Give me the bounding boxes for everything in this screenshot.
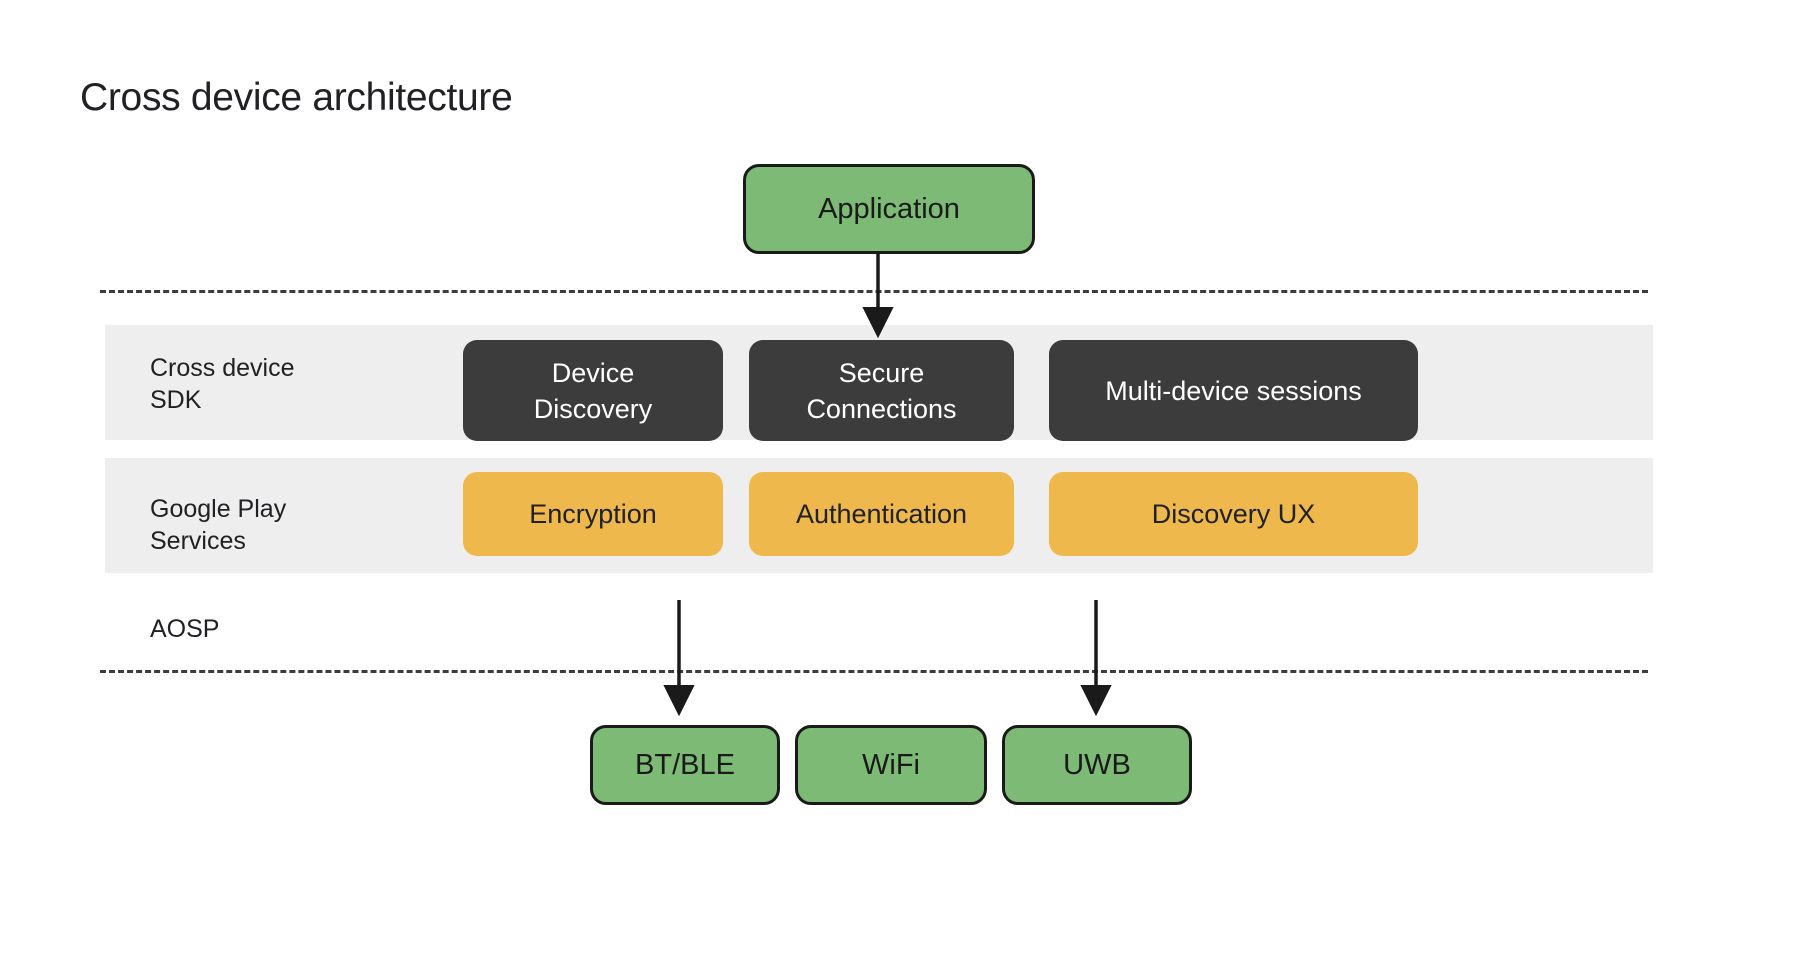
node-uwb[interactable]: UWB: [1002, 725, 1192, 805]
node-bt-ble[interactable]: BT/BLE: [590, 725, 780, 805]
upper-dashed-separator: [100, 290, 1648, 293]
node-secure-connections[interactable]: Secure Connections: [749, 340, 1014, 441]
layer-label-aosp: AOSP: [150, 615, 220, 643]
node-discovery-ux[interactable]: Discovery UX: [1049, 472, 1418, 556]
node-encryption[interactable]: Encryption: [463, 472, 723, 556]
node-authentication[interactable]: Authentication: [749, 472, 1014, 556]
page-title: Cross device architecture: [80, 76, 513, 119]
layer-label-cross-device-sdk: Cross device SDK: [150, 354, 295, 414]
node-application[interactable]: Application: [743, 164, 1035, 254]
node-multi-device-sessions[interactable]: Multi-device sessions: [1049, 340, 1418, 441]
lower-dashed-separator: [100, 670, 1648, 673]
node-wifi[interactable]: WiFi: [795, 725, 987, 805]
layer-label-google-play-services: Google Play Services: [150, 495, 287, 555]
node-device-discovery[interactable]: Device Discovery: [463, 340, 723, 441]
